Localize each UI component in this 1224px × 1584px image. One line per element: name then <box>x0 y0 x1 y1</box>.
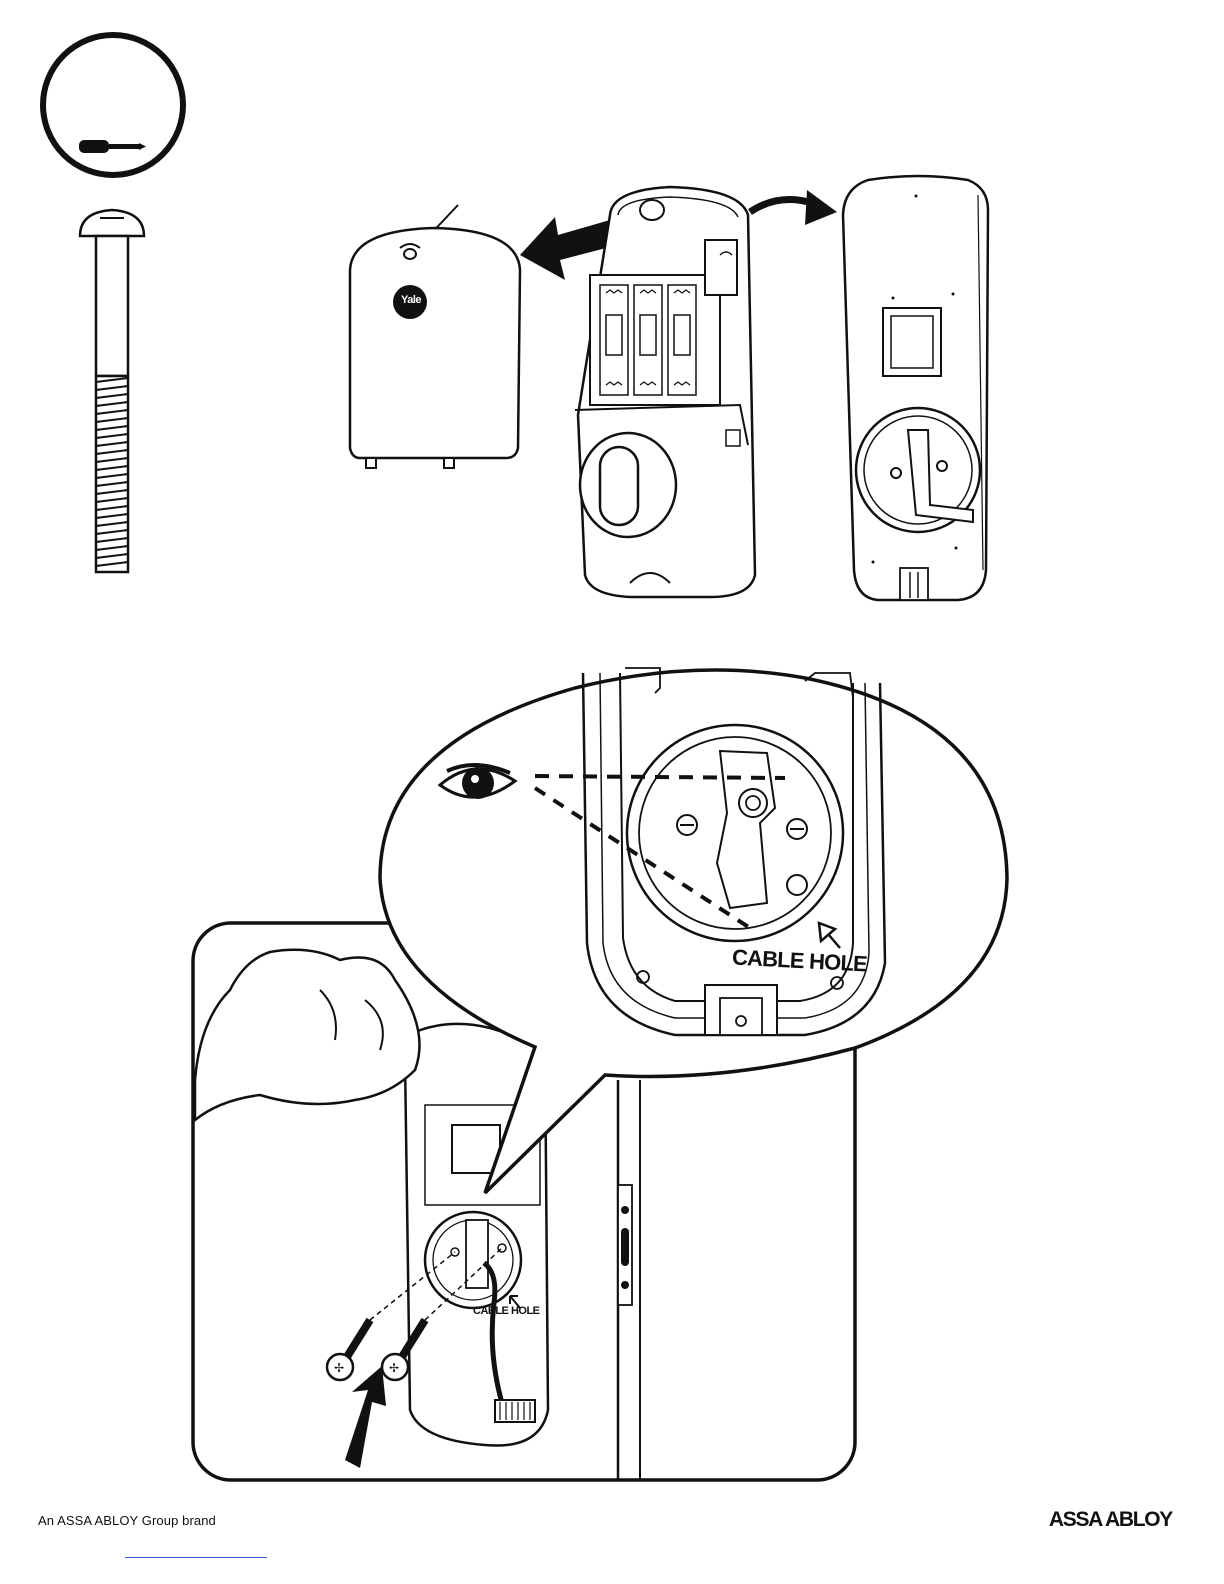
yale-logo: Yale <box>396 294 426 306</box>
cable-hole-label-small: CABLE HOLE <box>473 1305 540 1317</box>
curved-arrow-icon <box>745 190 840 240</box>
lock-interior-body <box>570 185 770 600</box>
long-screw <box>78 200 148 580</box>
brand-line: An ASSA ABLOY Group brand <box>38 1513 216 1528</box>
tool-badge <box>38 30 188 180</box>
svg-text:✢: ✢ <box>334 1361 344 1375</box>
assa-abloy-logo: ASSA ABLOY <box>1049 1508 1172 1532</box>
battery-cover <box>340 200 530 475</box>
callout-bubble <box>375 663 1015 1203</box>
screwdriver-icon <box>79 140 146 153</box>
footer-link-underline[interactable] <box>125 1557 267 1558</box>
svg-text:✢: ✢ <box>389 1361 399 1375</box>
mounting-plate <box>838 170 998 605</box>
